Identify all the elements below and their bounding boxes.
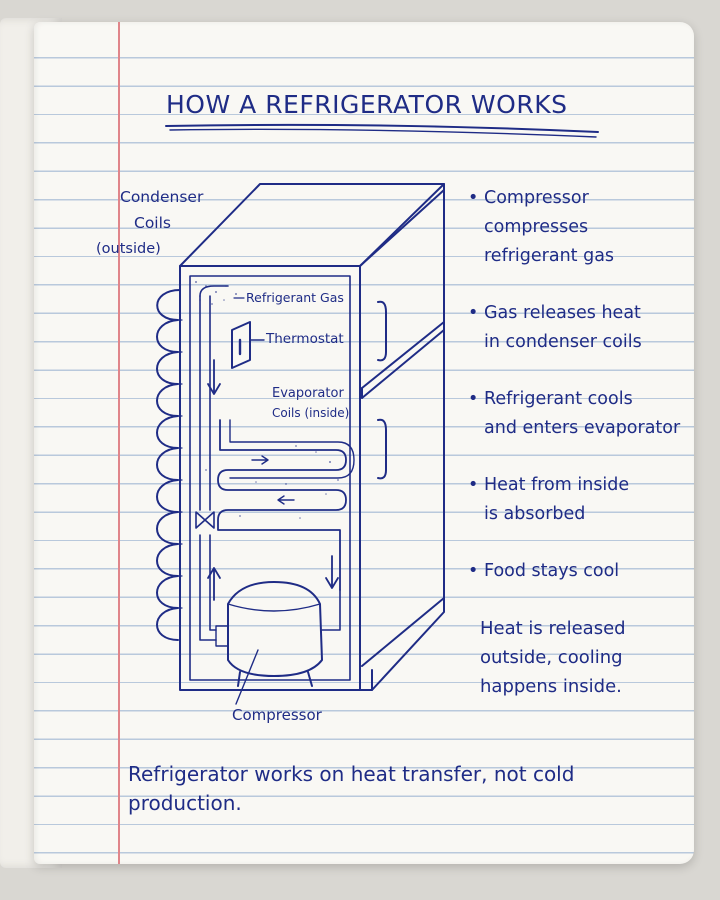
note-line2: outside, cooling (480, 647, 623, 668)
evaporator-label-line2: Coils (inside) (272, 406, 350, 420)
step-item: Refrigerant cools and enters evaporator (468, 385, 692, 443)
evaporator-label-line1: Evaporator (272, 386, 344, 401)
step-item: Gas releases heat in condenser coils (468, 299, 692, 357)
notebook-page (34, 22, 694, 864)
step-line1: Refrigerant cools (484, 389, 633, 409)
condenser-label-line1: Condenser (120, 188, 204, 206)
note-line1: Heat is released (480, 618, 626, 639)
freezer-door (359, 189, 445, 389)
compressor-label: Compressor (232, 706, 322, 724)
footer-statement: Refrigerator works on heat transfer, not… (128, 760, 688, 818)
footer-line2: production. (128, 791, 242, 815)
step-item: Heat from inside is absorbed (468, 471, 692, 529)
refrigerant-gas-label: Refrigerant Gas (246, 290, 344, 305)
page-title: HOW A REFRIGERATOR WORKS (166, 90, 568, 119)
condenser-coils (156, 289, 181, 641)
thermostat-label: Thermostat (266, 331, 344, 347)
margin-line (118, 22, 120, 864)
summary-note: Heat is released outside, cooling happen… (480, 614, 690, 701)
step-item: Food stays cool (468, 557, 692, 586)
step-line2: and enters evaporator (484, 418, 681, 438)
door-handle-top (377, 300, 387, 362)
step-line1: Gas releases heat (484, 303, 641, 323)
refrigerant-pipe (199, 295, 211, 511)
step-line2: in condenser coils (484, 332, 642, 352)
door-handle-bottom (377, 418, 387, 480)
evaporator-coils (217, 419, 347, 591)
step-line1: Food stays cool (484, 561, 620, 581)
step-item: Compressor compresses refrigerant gas (468, 184, 692, 271)
compressor (227, 581, 323, 677)
fridge-door (361, 329, 445, 667)
step-line1: Heat from inside (484, 475, 630, 495)
fridge-top (179, 183, 445, 267)
note-line3: happens inside. (480, 676, 622, 697)
condenser-label-line2: Coils (134, 214, 171, 232)
footer-line1: Refrigerator works on heat transfer, not… (128, 762, 575, 786)
thermostat-box (231, 321, 251, 369)
expansion-valve (195, 511, 215, 529)
title-underline (165, 123, 599, 133)
steps-list: Compressor compresses refrigerant gas Ga… (468, 184, 692, 614)
step-line2: is absorbed (484, 504, 586, 524)
condenser-label-line3: (outside) (96, 241, 161, 257)
step-line2: refrigerant gas (484, 246, 615, 266)
step-line1: Compressor compresses (484, 188, 589, 237)
